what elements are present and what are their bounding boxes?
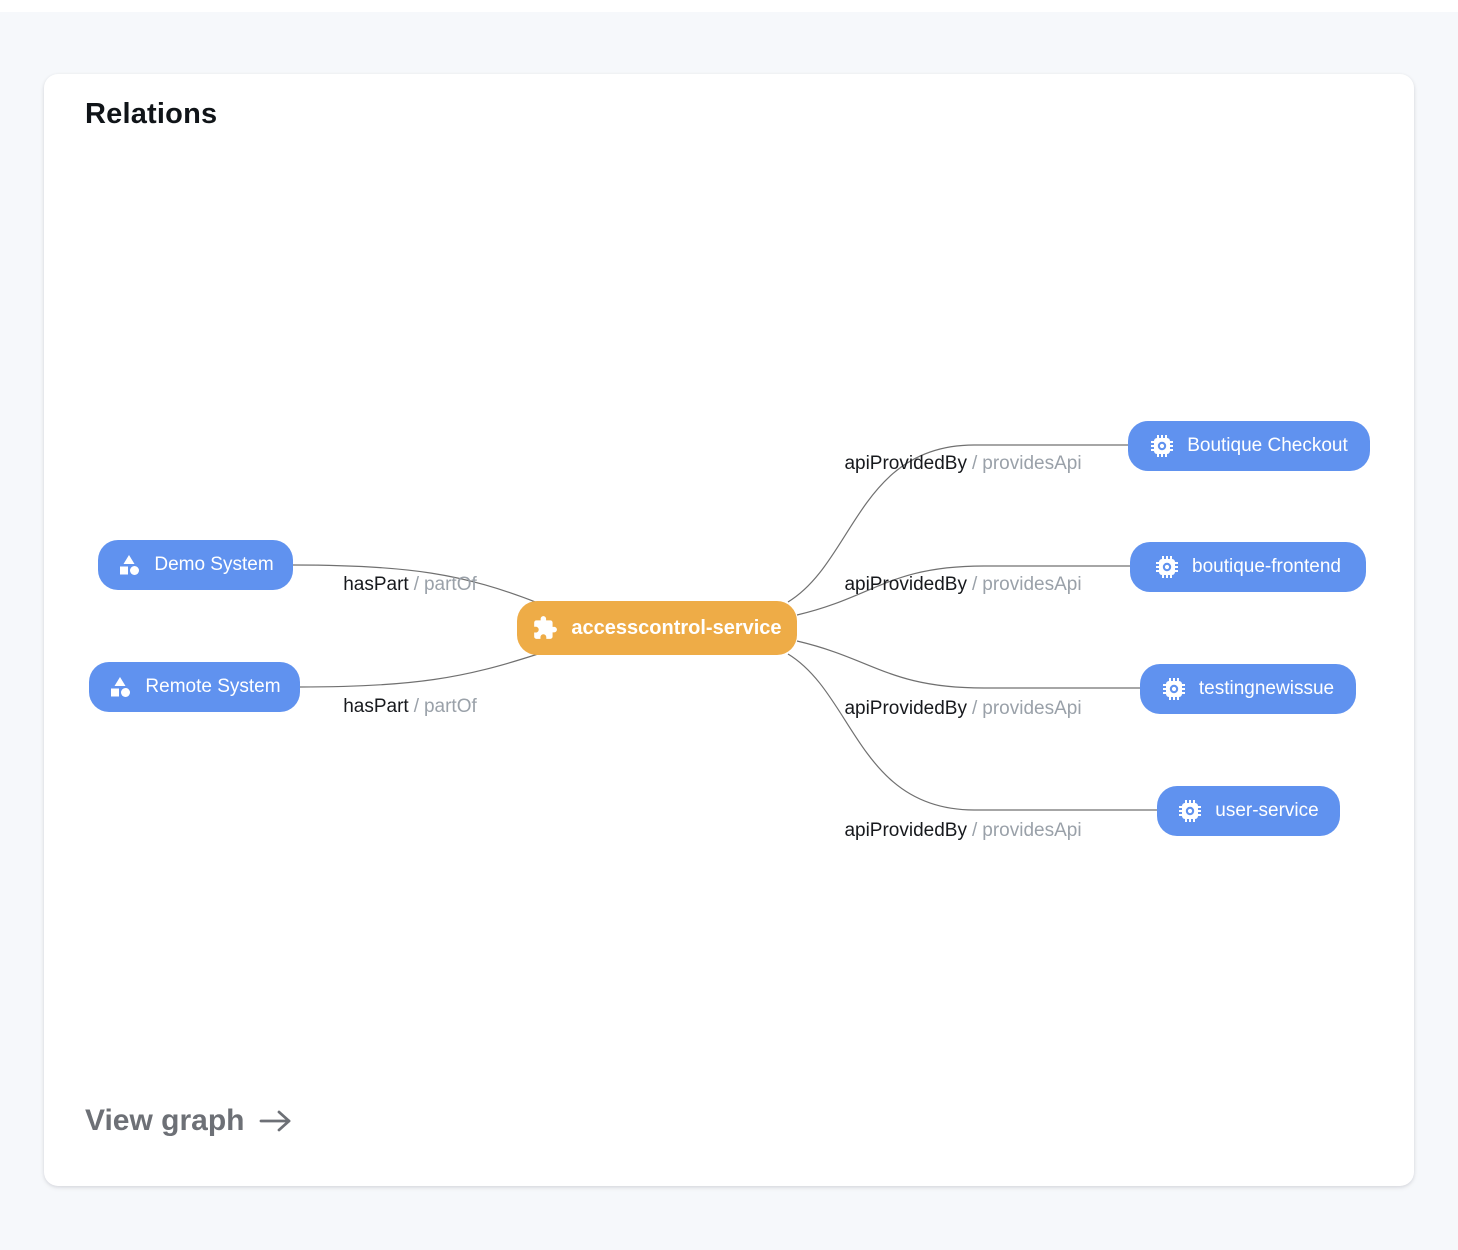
relation-label: hasPart xyxy=(343,574,409,595)
edge-label-apiprovidedby-user: apiProvidedBy/providesApi xyxy=(833,819,1093,843)
edge-label-apiprovidedby-testing: apiProvidedBy/providesApi xyxy=(833,697,1093,721)
node-testingnewissue[interactable]: testingnewissue xyxy=(1140,664,1356,714)
node-remote-system[interactable]: Remote System xyxy=(89,662,300,712)
category-shapes-icon xyxy=(117,553,141,577)
inverse-relation-label: partOf xyxy=(423,574,477,595)
relations-card: Relations Demo System R xyxy=(44,74,1414,1186)
edge-demo-system xyxy=(292,564,539,604)
category-shapes-icon xyxy=(108,675,132,699)
chip-icon xyxy=(1162,677,1186,701)
top-strip xyxy=(0,0,1458,12)
inverse-relation-label: partOf xyxy=(423,696,477,717)
inverse-relation-label: providesApi xyxy=(982,574,1082,595)
inverse-relation-label: providesApi xyxy=(982,820,1082,841)
node-label: boutique-frontend xyxy=(1192,556,1341,577)
edge-label-apiprovidedby-checkout: apiProvidedBy/providesApi xyxy=(833,452,1093,476)
view-graph-link[interactable]: View graph xyxy=(85,1104,294,1138)
relation-separator: / xyxy=(971,453,978,474)
edge-label-apiprovidedby-frontend: apiProvidedBy/providesApi xyxy=(833,573,1093,597)
relation-label: apiProvidedBy xyxy=(844,453,967,474)
page-title: Relations xyxy=(85,98,218,130)
relation-separator: / xyxy=(413,696,419,717)
edge-lines xyxy=(292,444,1157,811)
edge-boutique-frontend xyxy=(796,565,1130,616)
relation-separator: / xyxy=(971,698,978,719)
edge-user-service xyxy=(787,653,1157,811)
inverse-relation-label: providesApi xyxy=(982,698,1082,719)
node-boutique-checkout[interactable]: Boutique Checkout xyxy=(1128,421,1370,471)
node-label: Boutique Checkout xyxy=(1187,435,1348,456)
relation-label: apiProvidedBy xyxy=(844,820,967,841)
relation-label: apiProvidedBy xyxy=(844,698,967,719)
relation-label: hasPart xyxy=(343,696,409,717)
node-accesscontrol-service[interactable]: accesscontrol-service xyxy=(517,601,797,655)
edge-label-haspart-demo: hasPart/partOf xyxy=(330,573,490,597)
node-demo-system[interactable]: Demo System xyxy=(98,540,293,590)
arrow-right-icon xyxy=(258,1108,294,1134)
relation-separator: / xyxy=(971,820,978,841)
node-label: Demo System xyxy=(154,554,274,575)
node-label: accesscontrol-service xyxy=(571,616,782,639)
relation-label: apiProvidedBy xyxy=(844,574,967,595)
node-boutique-frontend[interactable]: boutique-frontend xyxy=(1130,542,1366,592)
relations-graph: Demo System Remote System accesscontrol-… xyxy=(44,74,1414,1186)
node-label: user-service xyxy=(1215,800,1319,821)
chip-icon xyxy=(1150,434,1174,458)
edge-boutique-checkout xyxy=(787,444,1128,603)
relation-separator: / xyxy=(413,574,419,595)
node-label: testingnewissue xyxy=(1198,678,1335,699)
puzzle-icon xyxy=(532,615,558,641)
inverse-relation-label: providesApi xyxy=(982,453,1082,474)
relation-separator: / xyxy=(971,574,978,595)
chip-icon xyxy=(1155,555,1179,579)
node-label: Remote System xyxy=(145,676,281,697)
node-user-service[interactable]: user-service xyxy=(1157,786,1340,836)
edge-testingnewissue xyxy=(796,640,1140,689)
chip-icon xyxy=(1178,799,1202,823)
edge-label-haspart-remote: hasPart/partOf xyxy=(330,695,490,719)
view-graph-label: View graph xyxy=(85,1104,245,1137)
edge-remote-system xyxy=(299,653,539,688)
